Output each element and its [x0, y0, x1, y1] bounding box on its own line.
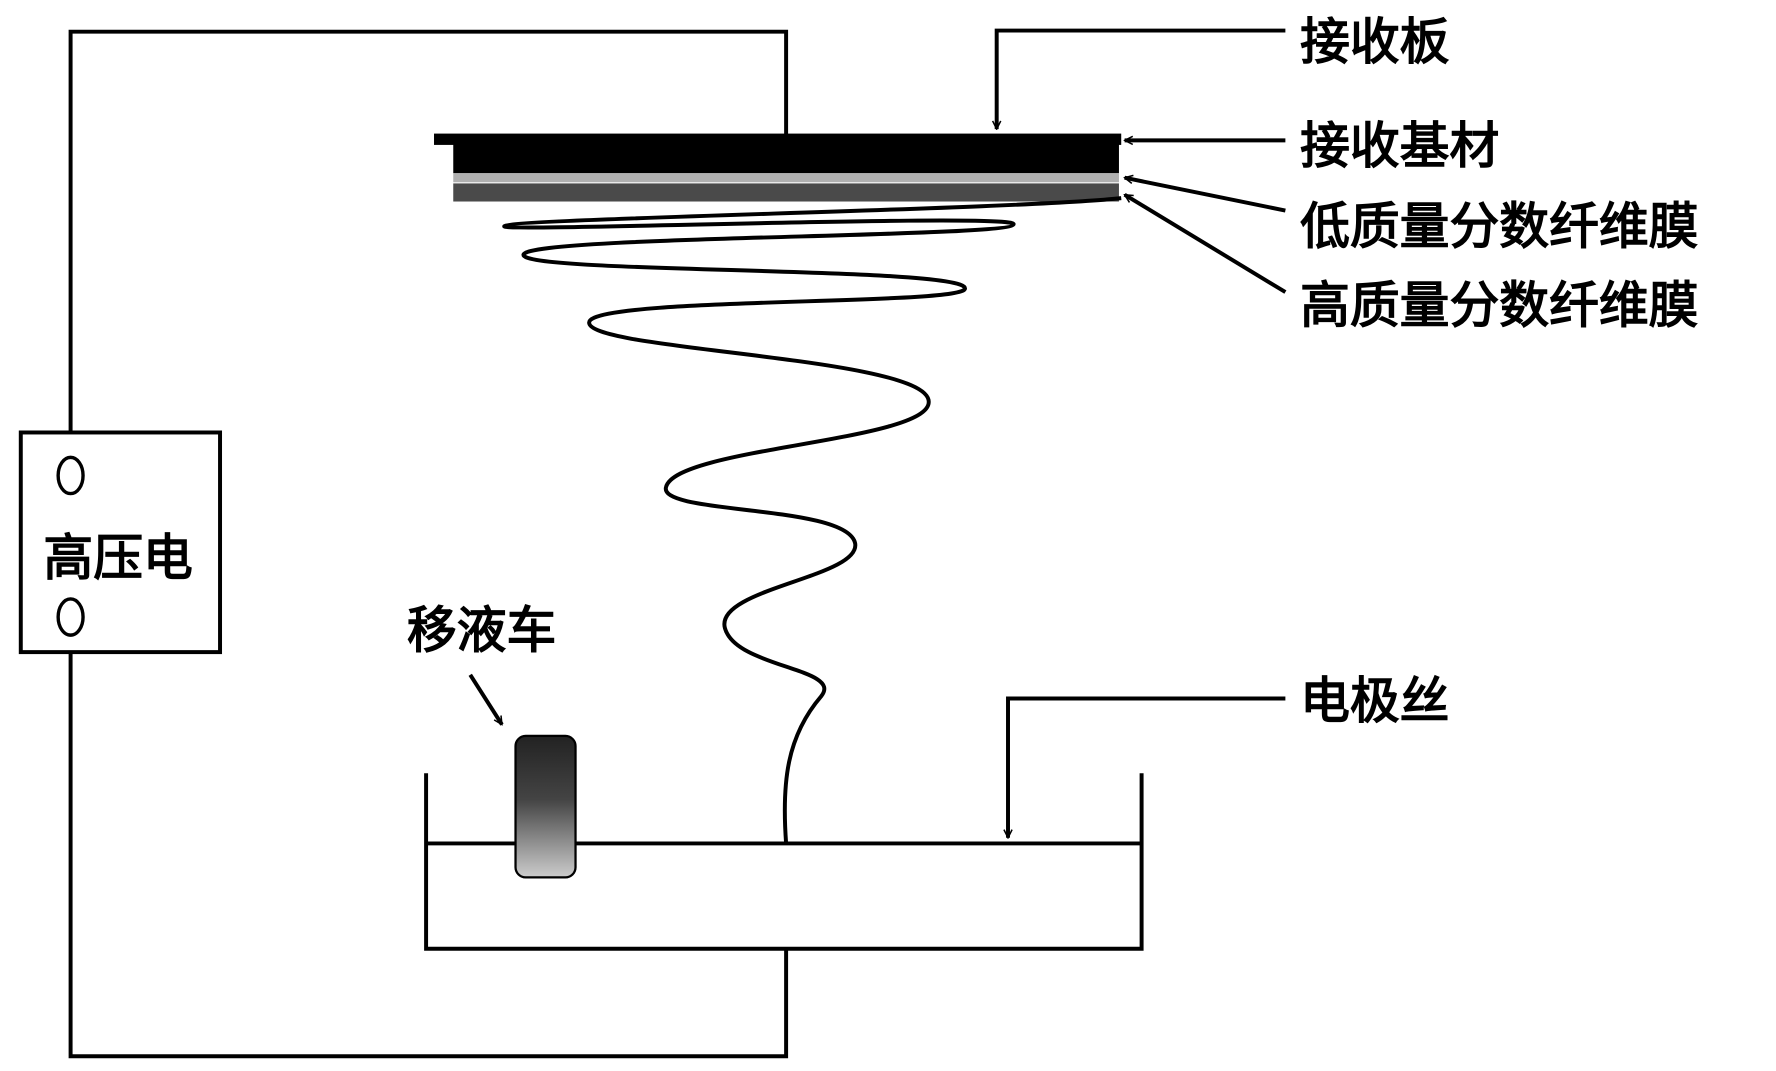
high-film-pointer	[1125, 193, 1287, 294]
carriage-arrow	[468, 673, 504, 725]
receiving-plate-label: 接收板	[1300, 12, 1450, 71]
substrate-label: 接收基材	[1300, 116, 1499, 175]
electrode-wire-label: 电极丝	[1300, 671, 1449, 730]
power-label: 高压电	[43, 528, 192, 587]
low-film-pointer	[1125, 178, 1286, 213]
electrode-pointer	[1008, 696, 1286, 838]
low-fraction-film-label: 低质量分数纤维膜	[1300, 196, 1699, 255]
substrate-layer	[453, 143, 1119, 174]
fiber-jet	[502, 196, 1122, 844]
terminal-top	[56, 455, 85, 496]
wire-top	[68, 29, 789, 459]
wire-bottom	[68, 633, 789, 1059]
receiving-plate-top	[434, 133, 1122, 145]
high-fraction-film-layer	[453, 183, 1119, 202]
plate-pointer	[997, 28, 1286, 129]
high-fraction-film-label: 高质量分数纤维膜	[1300, 276, 1699, 335]
terminal-bottom	[56, 597, 85, 637]
carriage-label: 移液车	[407, 601, 556, 660]
solution-tray	[424, 773, 1144, 951]
power-supply-box	[18, 430, 223, 655]
low-fraction-film-layer	[453, 173, 1119, 183]
carriage	[514, 734, 577, 879]
